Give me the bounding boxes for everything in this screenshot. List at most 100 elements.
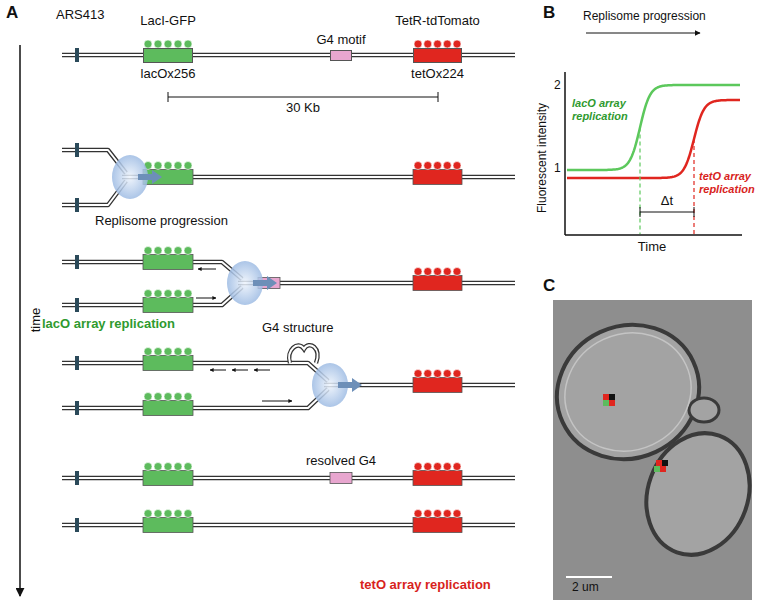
laco-array bbox=[143, 401, 193, 416]
fluorescent-spot bbox=[603, 400, 609, 406]
strand-direction-arrow bbox=[232, 370, 248, 371]
laco-array-box: LacI-GFPlacOx256 bbox=[143, 48, 193, 63]
protein-dot bbox=[434, 510, 442, 518]
panel-letter: B bbox=[543, 3, 555, 23]
origin-mark bbox=[75, 401, 79, 415]
teto-marker bbox=[693, 139, 694, 234]
progression-arrow bbox=[253, 276, 277, 290]
origin-mark bbox=[75, 48, 79, 62]
delta-tick bbox=[640, 207, 641, 217]
protein-dot bbox=[184, 348, 192, 356]
laco-array bbox=[143, 356, 193, 371]
axis-label: Fluorescent intensity bbox=[536, 103, 550, 213]
dna-strand bbox=[62, 389, 328, 408]
protein-dot bbox=[443, 370, 451, 378]
protein-dot bbox=[164, 290, 172, 298]
axis-label: time bbox=[29, 308, 44, 333]
teto-array bbox=[413, 378, 462, 393]
curve-label: lacO array replication bbox=[572, 97, 634, 122]
protein-dot bbox=[184, 247, 192, 255]
protein-dot bbox=[453, 463, 461, 471]
protein-dot bbox=[144, 510, 152, 518]
protein-dot bbox=[453, 40, 461, 48]
progression-arrow bbox=[586, 33, 700, 34]
protein-dot bbox=[453, 370, 461, 378]
panel-c-art bbox=[535, 300, 761, 600]
protein-dot bbox=[154, 162, 162, 170]
laco-array bbox=[143, 298, 193, 313]
strand-direction-arrow bbox=[262, 401, 292, 402]
origin-mark bbox=[75, 143, 79, 157]
scale-bar bbox=[168, 97, 438, 98]
strand-direction-arrow bbox=[198, 269, 216, 270]
time-axis bbox=[19, 45, 21, 596]
origin-label: ARS413 bbox=[56, 8, 104, 23]
panel-letter: C bbox=[543, 276, 555, 296]
protein-dot bbox=[164, 510, 172, 518]
stage-label: tetO array replication bbox=[360, 578, 491, 593]
protein-dot bbox=[144, 393, 152, 401]
panel-b-art bbox=[565, 33, 742, 235]
strand-direction-arrow bbox=[210, 370, 226, 371]
laco-array bbox=[143, 518, 193, 533]
g4-motif bbox=[330, 473, 352, 484]
protein-dot bbox=[414, 162, 422, 170]
protein-dot bbox=[453, 162, 461, 170]
fluorescent-spot bbox=[654, 466, 660, 472]
protein-dot bbox=[154, 247, 162, 255]
protein-dot bbox=[453, 268, 461, 276]
cell-rim bbox=[545, 312, 710, 471]
protein-dot bbox=[164, 393, 172, 401]
laco-curve bbox=[567, 85, 740, 170]
delta-bracket bbox=[640, 212, 694, 213]
protein-dot bbox=[174, 290, 182, 298]
teto-array bbox=[413, 471, 462, 486]
protein-dot bbox=[184, 290, 192, 298]
dna-strand bbox=[62, 363, 328, 381]
protein-dot bbox=[164, 247, 172, 255]
fluorescent-spot bbox=[609, 394, 615, 400]
protein-dot bbox=[144, 290, 152, 298]
tick-label: 1 bbox=[554, 162, 561, 176]
protein-dot bbox=[424, 162, 432, 170]
g4-motif-box: G4 motif bbox=[330, 50, 352, 61]
protein-dot bbox=[434, 40, 442, 48]
protein-dot bbox=[154, 348, 162, 356]
strand-direction-arrow bbox=[196, 298, 216, 299]
protein-dot bbox=[424, 510, 432, 518]
origin-mark bbox=[75, 518, 79, 532]
protein-dot bbox=[414, 370, 422, 378]
fluorescent-spot bbox=[660, 466, 666, 472]
protein-dot bbox=[154, 40, 162, 48]
annotation: Replisome progression bbox=[583, 10, 706, 24]
scale-label: 2 um bbox=[572, 581, 599, 595]
protein-dot bbox=[184, 40, 192, 48]
protein-dot bbox=[443, 463, 451, 471]
protein-dot bbox=[424, 40, 432, 48]
progression-arrow bbox=[338, 378, 362, 392]
fluorescent-spot bbox=[656, 460, 662, 466]
protein-dot bbox=[184, 463, 192, 471]
dna-strand-core bbox=[62, 363, 328, 381]
delta-tick bbox=[694, 207, 695, 217]
protein-dot bbox=[424, 463, 432, 471]
protein-dot bbox=[434, 162, 442, 170]
yeast-cell bbox=[630, 419, 761, 570]
origin-mark bbox=[75, 255, 79, 269]
laco-array bbox=[143, 471, 193, 486]
protein-dot bbox=[174, 348, 182, 356]
axis-label: Time bbox=[638, 240, 666, 255]
node-heading: TetR-tdTomato bbox=[395, 13, 480, 28]
protein-dot bbox=[144, 40, 152, 48]
protein-dot bbox=[174, 393, 182, 401]
panel-a-art bbox=[20, 40, 515, 596]
origin-mark bbox=[75, 298, 79, 312]
protein-dot bbox=[443, 268, 451, 276]
fluorescent-spot bbox=[609, 400, 615, 406]
scale-tick bbox=[438, 92, 439, 102]
curve-label: tetO array replication bbox=[699, 170, 757, 195]
protein-dot bbox=[434, 268, 442, 276]
laco-marker bbox=[639, 128, 640, 235]
